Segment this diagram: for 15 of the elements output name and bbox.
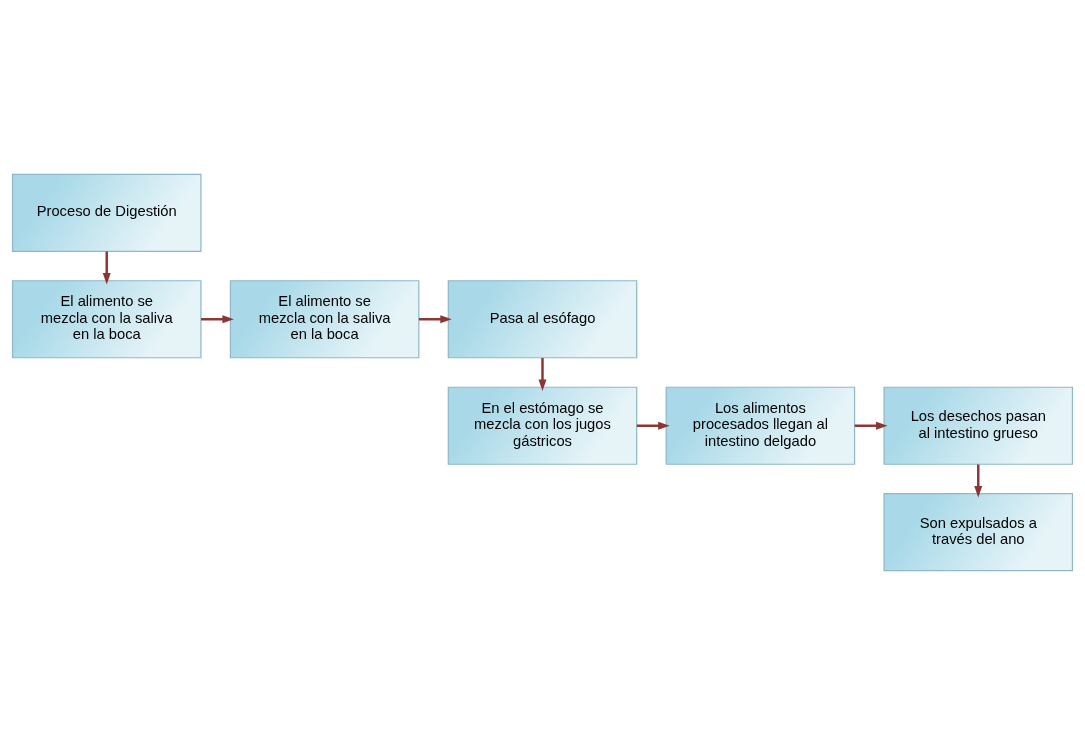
node-box: El alimento se mezcla con la saliva en la boca bbox=[229, 280, 420, 359]
node-box: Son expulsados a través del ano bbox=[883, 493, 1074, 572]
arrow bbox=[102, 251, 111, 285]
node-box: Proceso de Digestión bbox=[11, 173, 202, 252]
arrow bbox=[201, 315, 234, 324]
arrow bbox=[974, 464, 983, 498]
node-box: El alimento se mezcla con la saliva en la boca bbox=[11, 280, 202, 359]
node-box: En el estómago se mezcla con los jugos gástricos bbox=[447, 386, 638, 465]
node-box: Pasa al esófago bbox=[447, 280, 638, 359]
arrow bbox=[854, 421, 888, 430]
arrow bbox=[636, 421, 670, 430]
arrow bbox=[538, 358, 547, 391]
node-box: Los desechos pasan al intestino grueso bbox=[883, 386, 1074, 465]
arrow bbox=[418, 315, 452, 324]
node-box: Los alimentos procesados llegan al intestino delgado bbox=[665, 386, 856, 465]
